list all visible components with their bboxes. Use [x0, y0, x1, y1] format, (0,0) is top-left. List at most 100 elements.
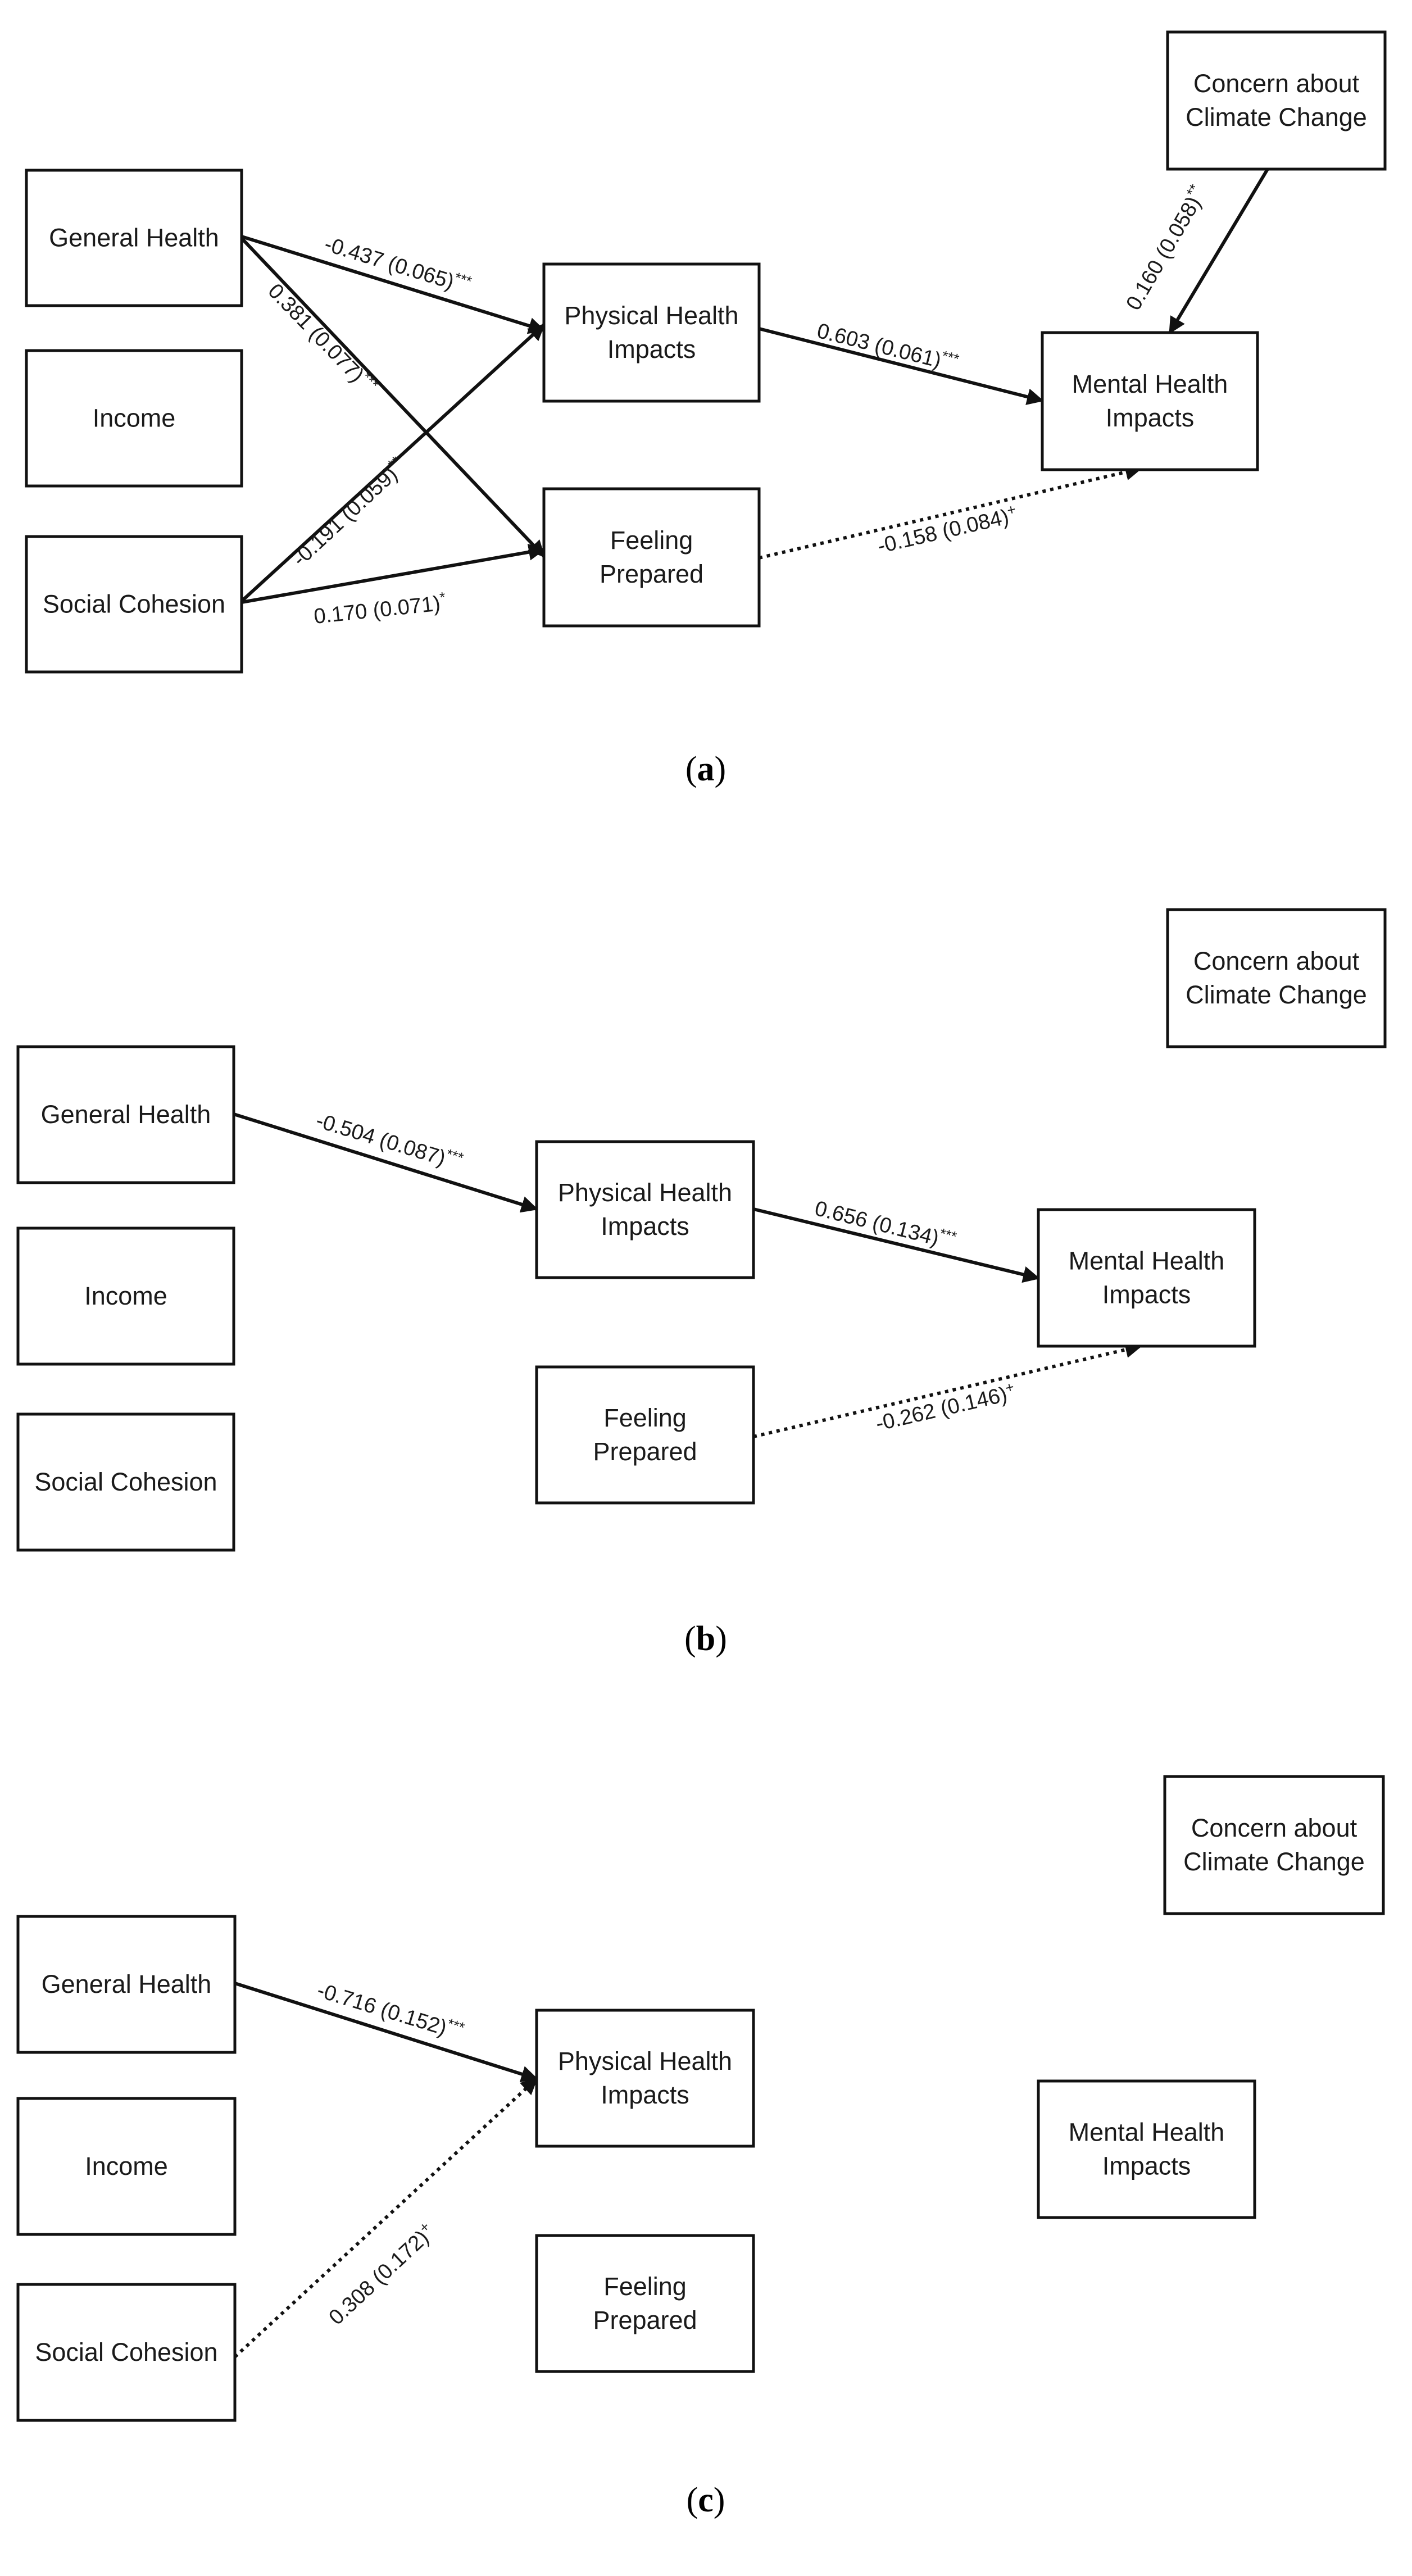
node-label-line: Physical Health — [558, 2047, 732, 2075]
path-arrow — [240, 323, 546, 603]
node-general-health: General Health — [16, 1045, 235, 1184]
node-label-line: Mental Health — [1072, 370, 1228, 398]
coefficient-value: -0.262 (0.146) — [874, 1383, 1010, 1436]
coefficient-value: 0.170 (0.071) — [313, 592, 442, 629]
path-arrow — [234, 1982, 538, 2083]
node-label-line: Impacts — [1102, 2152, 1191, 2180]
path-coefficient-label: 0.160 (0.058)** — [1119, 181, 1211, 315]
significance-marker: + — [1004, 1378, 1016, 1397]
node-label-line: Impacts — [1106, 403, 1195, 432]
node-label-line: Income — [93, 404, 176, 433]
node-label-line: Feeling — [603, 2272, 687, 2301]
path-coefficient-label: -0.262 (0.146)+ — [873, 1378, 1018, 1436]
node-box — [535, 1140, 755, 1279]
path-social-cohesion-to-physical-health: 0.308 (0.172)+ — [233, 2077, 538, 2359]
node-label-line: Social Cohesion — [43, 590, 225, 619]
node-label-line: Social Cohesion — [34, 1468, 217, 1496]
node-box — [25, 169, 243, 307]
node-box — [16, 1226, 235, 1366]
coefficient-value: 0.308 (0.172) — [324, 2226, 433, 2330]
path-coefficient-label: 0.381 (0.077)*** — [264, 278, 383, 399]
path-concern-climate-to-mental-health: 0.160 (0.058)** — [1119, 168, 1269, 334]
node-label-line: General Health — [41, 1100, 211, 1129]
path-coefficient-label: -0.504 (0.087)*** — [313, 1106, 465, 1176]
node-label: General Health — [41, 1100, 211, 1129]
coefficient-value: -0.191 (0.059) — [288, 462, 402, 571]
significance-marker: *** — [940, 347, 961, 367]
coefficient-value: 0.656 (0.134) — [812, 1197, 942, 1250]
node-label-line: Physical Health — [564, 301, 738, 330]
node-label: Income — [93, 404, 176, 433]
node-box — [16, 2283, 237, 2422]
node-label: General Health — [42, 1970, 212, 1998]
node-label-line: Physical Health — [558, 1178, 732, 1207]
node-box — [1037, 2079, 1256, 2219]
path-general-health-to-feeling-prepared: 0.381 (0.077)*** — [240, 237, 546, 558]
path-coefficient-label: -0.437 (0.065)*** — [321, 230, 474, 299]
node-box — [542, 262, 761, 403]
node-box — [16, 2097, 237, 2236]
node-box — [1163, 1775, 1385, 1915]
path-feeling-prepared-to-mental-health: -0.262 (0.146)+ — [753, 1341, 1142, 1438]
node-box — [542, 487, 761, 628]
node-box — [1041, 331, 1259, 471]
node-label-line: Concern about — [1193, 947, 1360, 975]
node-label-line: Concern about — [1191, 1814, 1357, 1842]
significance-marker: * — [439, 589, 446, 606]
node-box — [25, 535, 243, 674]
panel-label: (b) — [684, 1620, 727, 1658]
node-label-line: Impacts — [601, 2080, 689, 2109]
node-label: Income — [85, 2152, 168, 2180]
path-coefficient-label: -0.716 (0.152)*** — [314, 1976, 466, 2046]
significance-marker: + — [1005, 501, 1018, 519]
node-label-line: Income — [85, 2152, 168, 2180]
path-coefficient-label: 0.656 (0.134)*** — [812, 1194, 959, 1255]
node-box — [1166, 908, 1387, 1048]
node-label: Social Cohesion — [34, 1468, 217, 1496]
path-social-cohesion-to-physical-health: -0.191 (0.059)** — [240, 323, 546, 603]
node-label: Income — [84, 1282, 167, 1310]
node-box — [1166, 30, 1387, 171]
node-label-line: Prepared — [600, 560, 703, 588]
panel-label: (a) — [685, 750, 726, 788]
path-physical-health-to-mental-health: 0.603 (0.061)*** — [759, 319, 1044, 405]
path-general-health-to-physical-health: -0.504 (0.087)*** — [233, 1106, 538, 1213]
coefficient-value: 0.381 (0.077) — [264, 279, 369, 387]
node-box — [25, 349, 243, 488]
node-label-line: Impacts — [601, 1212, 689, 1241]
path-arrow — [759, 327, 1044, 405]
node-box — [16, 1412, 235, 1552]
significance-marker: *** — [938, 1225, 959, 1245]
path-arrow — [233, 2077, 538, 2359]
path-arrow — [759, 464, 1142, 560]
panel-b: -0.504 (0.087)*** 0.656 (0.134)*** -0.262 … — [16, 908, 1387, 1658]
node-label-line: Climate Change — [1186, 980, 1367, 1009]
path-arrow — [753, 1207, 1040, 1283]
node-label-line: Feeling — [603, 1403, 687, 1432]
path-arrow — [241, 235, 546, 334]
node-label-line: Impacts — [1102, 1280, 1191, 1309]
node-label-line: General Health — [49, 224, 219, 252]
path-coefficient-label: 0.170 (0.071)* — [312, 589, 447, 629]
node-label-line: Prepared — [593, 2306, 697, 2334]
path-coefficient-label: -0.191 (0.059)** — [286, 453, 410, 571]
path-general-health-to-physical-health: -0.716 (0.152)*** — [234, 1976, 538, 2083]
